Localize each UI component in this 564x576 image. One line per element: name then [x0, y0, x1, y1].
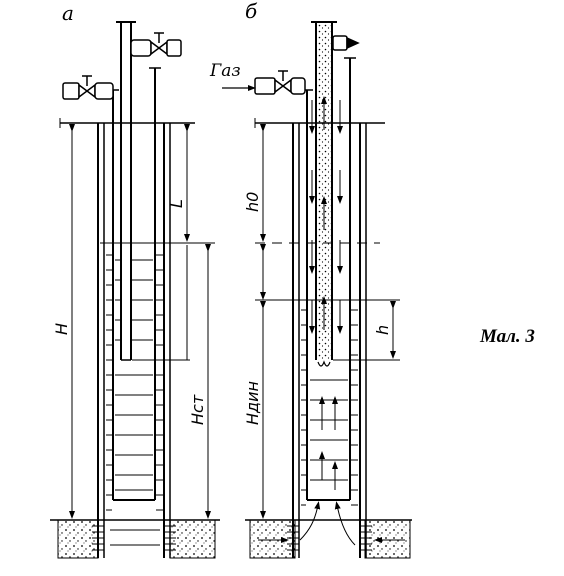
- figure-caption: Мал. 3: [479, 326, 535, 347]
- dim-Hst-label: Hст: [188, 394, 207, 425]
- valve-left-a: [62, 75, 114, 100]
- valve-left-b: [254, 70, 306, 95]
- ground-left-a: [57, 519, 99, 559]
- ground-right-a: [169, 519, 216, 559]
- valve-top-b: [332, 35, 360, 51]
- flow-arrows-b: [258, 96, 405, 546]
- panel-b-label: б: [245, 0, 258, 23]
- liquid-a: [106, 254, 163, 546]
- dim-h-label: h: [373, 325, 392, 335]
- liquid-b: [301, 309, 358, 506]
- perforations-b: [287, 525, 372, 551]
- ground-right-b: [364, 519, 411, 559]
- perforations-a: [92, 525, 176, 551]
- dim-Hdin-label: Hдин: [243, 381, 262, 425]
- mixture-column: [317, 22, 331, 360]
- panel-a-label: а: [62, 1, 74, 25]
- panel-b: [222, 21, 412, 559]
- panel-a: [50, 21, 220, 559]
- valve-right-a: [130, 32, 182, 57]
- dim-H-label: H: [52, 323, 71, 335]
- gas-label: Газ: [209, 61, 241, 81]
- dim-L-label: L: [167, 199, 186, 208]
- dim-h0-label: h0: [243, 192, 262, 212]
